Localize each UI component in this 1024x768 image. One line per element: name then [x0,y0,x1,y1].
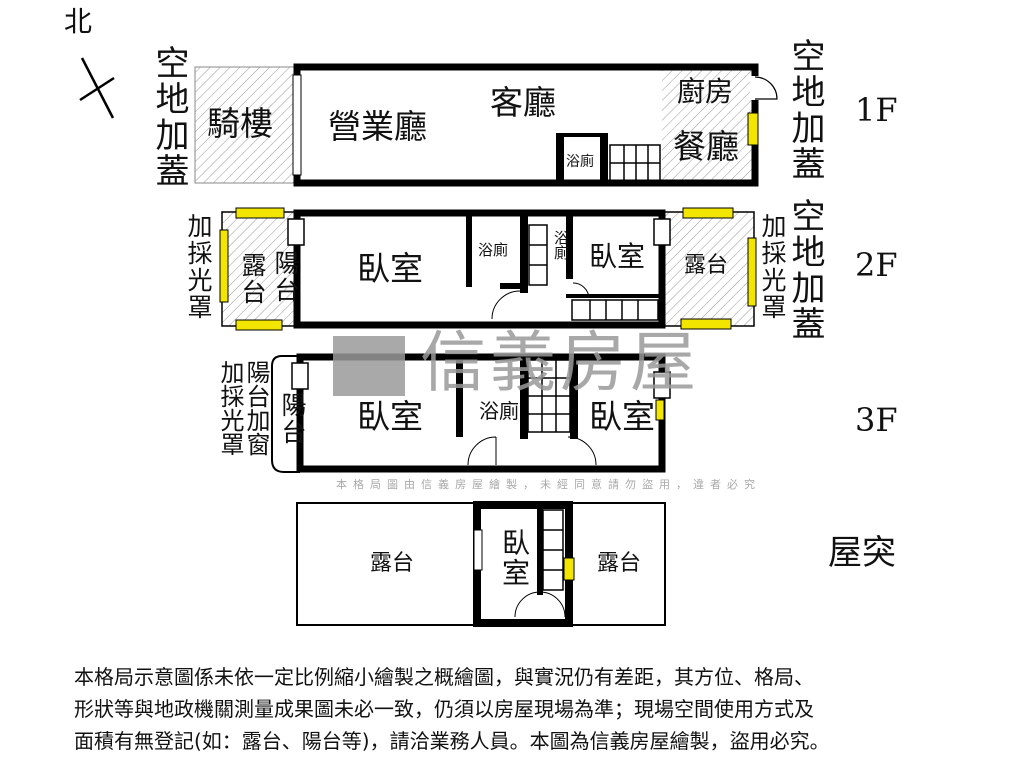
label-2f-right-annex: 空地加蓋 [785,198,825,342]
side-door [754,76,778,100]
label-dining: 餐廳 [673,127,739,166]
door-swing [467,436,497,466]
disclaimer-line-1: 本格局示意圖係未依一定比例縮小繪製之概繪圖，與實況仍有差距，其方位、格局、 [74,665,814,689]
door-swing [567,436,597,466]
watermark-notice: 本格局圖由信義房屋繪製，未經同意請勿盜用，違者必究 [336,478,761,491]
door-swing [491,290,521,320]
label-2f-right-terrace: 露台 [684,253,729,278]
window [473,529,483,571]
kitchen-area [662,70,752,180]
label-roof-terrace-right: 露台 [597,551,642,576]
north-arrow-icon [79,57,115,119]
door-swing [572,282,590,299]
window [655,399,665,421]
window [235,319,283,331]
stairs-icon [528,224,659,321]
stairs-icon [527,359,571,433]
column [653,218,671,246]
label-business-hall: 營業廳 [328,107,427,146]
window [747,237,757,307]
wall [500,283,522,289]
arcade-area [194,66,296,184]
label-2f-balcony: 陽台 [271,250,300,304]
label-2f-right-canopy: 加採光罩 [758,213,787,321]
column [653,371,671,399]
wall [566,213,573,279]
stairs-icon [609,144,661,182]
wall [293,209,666,329]
bay-window-outline [271,355,300,473]
label-2f-bathroom-right: 浴廁 [552,230,570,260]
roof-plan [296,501,666,627]
wall [466,213,472,287]
label-2f-bathroom-left: 浴廁 [478,241,509,259]
wall [520,357,528,439]
floor-label-3f: 3F [855,401,898,439]
label-1f-right-annex: 空地加蓋 [785,38,825,182]
label-3f-bedroom-left: 臥室 [357,397,423,436]
floor-2f-plan [219,207,757,331]
stairs-icon [542,509,564,591]
label-1f-bathroom: 浴廁 [566,154,594,170]
column [291,362,309,390]
wall [600,133,608,181]
label-2f-left-canopy: 加採光罩 [184,213,213,321]
wall [456,357,463,437]
window [682,207,734,219]
label-2f-bedroom-right: 臥室 [589,240,646,273]
disclaimer-line-2: 形狀等與地政機關測量成果圖未必一致，仍須以房屋現場為準；現場空間使用方式及 [74,697,814,721]
door-swing [514,591,566,618]
label-living-room: 客廳 [490,83,556,122]
label-3f-bedroom-right: 臥室 [589,397,655,436]
door-opening [750,76,760,100]
window [747,112,759,146]
wall [520,213,528,293]
wall [556,133,608,137]
label-1f-left-annex: 空地加蓋 [149,45,189,189]
window [680,318,732,330]
wall [537,505,543,595]
label-3f-bathroom: 浴廁 [479,399,519,423]
label-3f-balcony-window: 陽台加窗 [242,360,270,456]
label-roof-terrace-left: 露台 [370,551,415,576]
wall [570,357,578,439]
front-door [292,74,302,176]
label-2f-bedroom-left: 臥室 [357,249,423,288]
label-2f-left-terrace: 露台 [238,252,267,306]
floor-3f-plan [271,353,671,473]
window [235,207,285,219]
label-3f-balcony: 陽台 [278,392,307,446]
compass-label: 北 [64,5,93,38]
column [287,218,305,246]
floor-label-1f: 1F [855,91,898,129]
floor-label-roof: 屋突 [828,533,896,573]
floor-1f-plan [194,63,778,187]
label-kitchen: 廚房 [677,75,734,108]
brand-logo [333,336,405,396]
label-roof-bedroom: 臥室 [498,528,531,588]
label-3f-left-canopy: 加採光罩 [216,360,244,456]
label-arcade: 騎樓 [207,104,273,143]
window [219,229,229,303]
wall [566,294,660,298]
window [563,557,575,581]
watermark-brand: 信義房屋 [420,324,700,401]
wall [556,133,564,181]
disclaimer-line-3: 面積有無登記(如：露台、陽台等)，請洽業務人員。本圖為信義房屋繪製，盜用必究。 [74,729,830,753]
floor-label-2f: 2F [855,246,898,284]
